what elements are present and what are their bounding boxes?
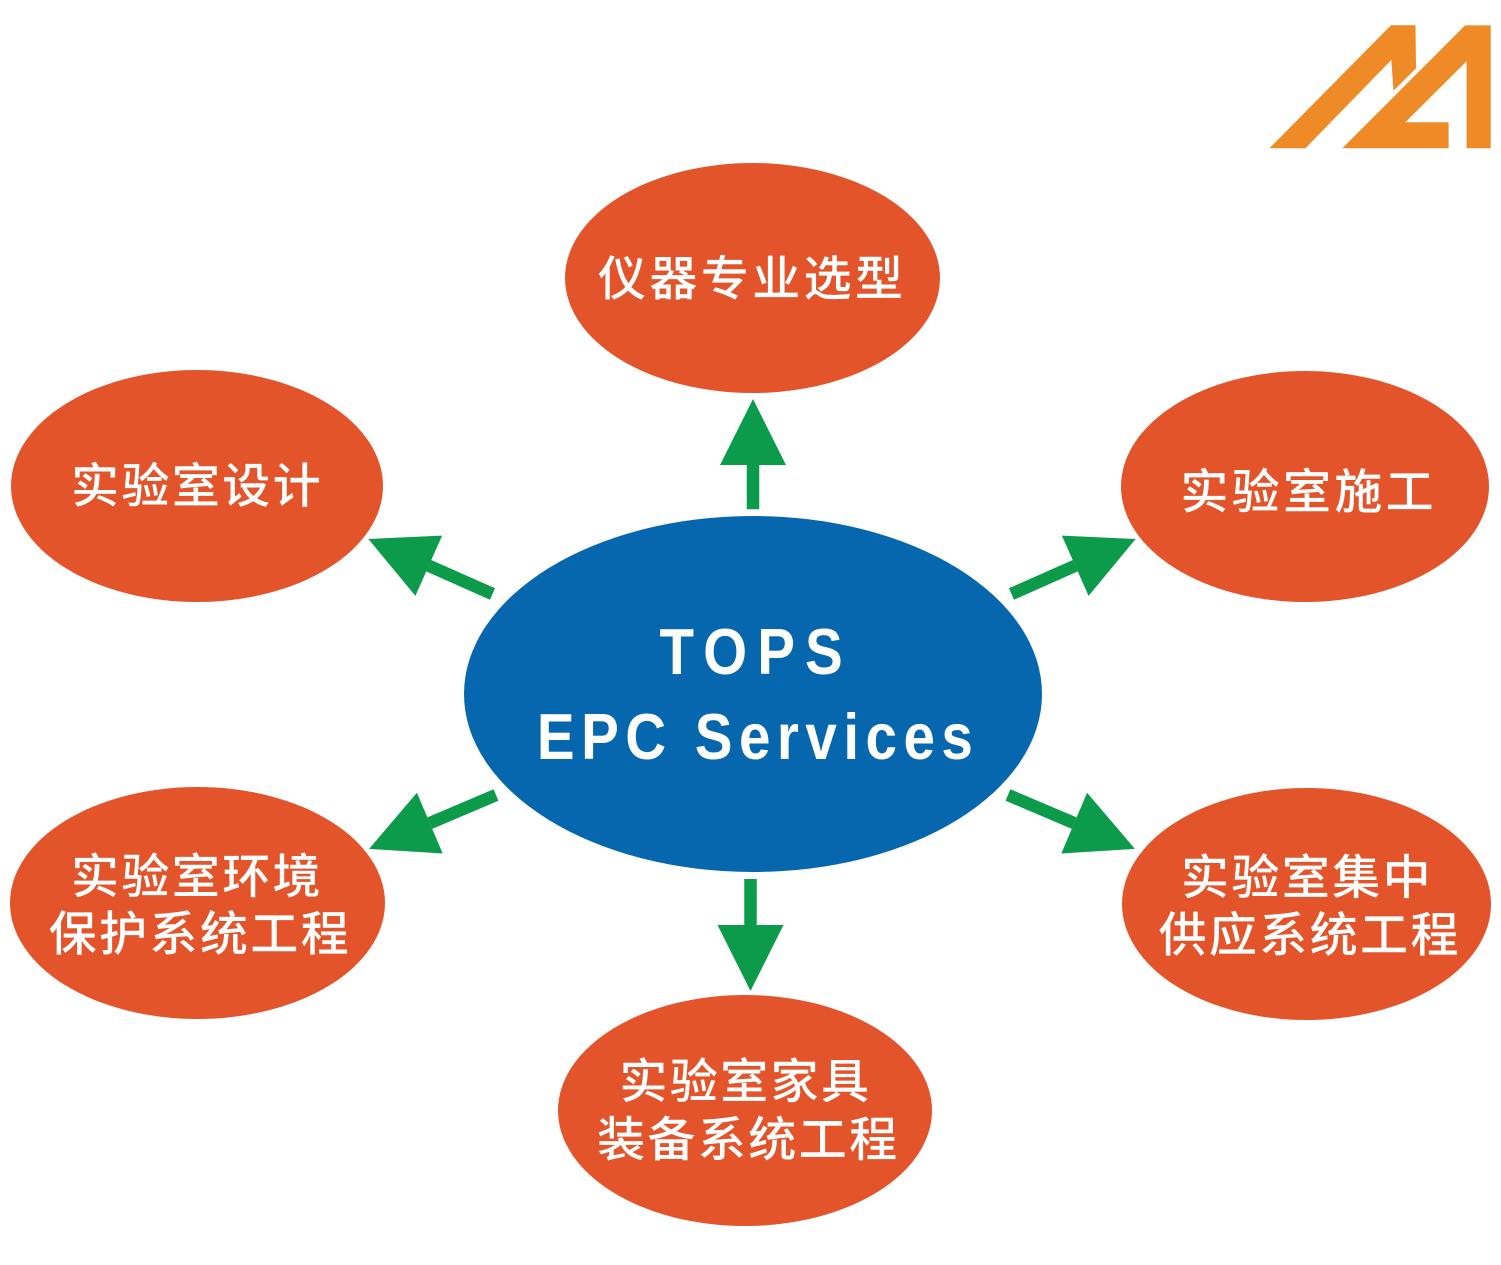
svg-text:TOPS: TOPS (660, 615, 853, 688)
svg-text:EPC Services: EPC Services (537, 700, 979, 773)
